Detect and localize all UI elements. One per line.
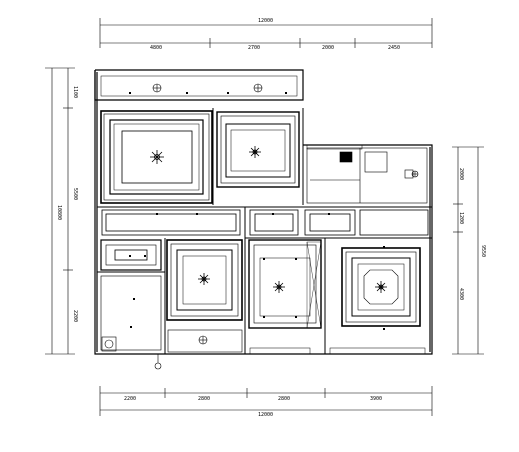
left-dimension-lines bbox=[45, 67, 75, 355]
balcony-railing bbox=[100, 75, 298, 97]
bottom-dimension-lines bbox=[99, 386, 433, 416]
top-segment-dimension-1: 4800 bbox=[150, 45, 162, 51]
left-total-dimension: 10800 bbox=[56, 205, 62, 220]
ceiling-light-icon bbox=[253, 83, 263, 93]
top-segment-dimension-4: 2450 bbox=[388, 45, 400, 51]
ceiling-tray-dining-room bbox=[216, 111, 300, 188]
left-segment-dimension-2: 5500 bbox=[72, 188, 78, 200]
downlight-marks bbox=[129, 92, 385, 330]
right-dimension-lines bbox=[452, 146, 484, 355]
right-segment-dimension-2: 1200 bbox=[458, 212, 464, 224]
bottom-segment-dimension-3: 2800 bbox=[278, 396, 290, 402]
top-segment-dimension-3: 2000 bbox=[322, 45, 334, 51]
ceiling-medallion-icon bbox=[150, 150, 164, 164]
top-dimension-lines bbox=[99, 18, 433, 48]
top-total-dimension: 12000 bbox=[258, 18, 273, 24]
ceiling-medallion-icon bbox=[198, 273, 210, 285]
bathroom-layout bbox=[100, 275, 243, 370]
top-segment-dimension-2: 2700 bbox=[248, 45, 260, 51]
ceiling-tray-master-bedroom bbox=[341, 247, 421, 327]
left-segment-dimension-1: 1100 bbox=[72, 86, 78, 98]
ceiling-tray-living-room bbox=[100, 110, 213, 204]
window-openings bbox=[249, 144, 426, 355]
bottom-segment-dimension-1: 2200 bbox=[124, 396, 136, 402]
ceiling-light-icon bbox=[152, 83, 162, 93]
ceiling-medallion-icon bbox=[375, 281, 387, 293]
wardrobe-hatching bbox=[306, 241, 322, 329]
ceiling-tray-bedroom-2 bbox=[166, 239, 243, 321]
right-segment-dimension-3: 4300 bbox=[458, 288, 464, 300]
right-segment-dimension-1: 2000 bbox=[458, 168, 464, 180]
bottom-total-dimension: 12000 bbox=[258, 412, 273, 418]
interior-walls bbox=[97, 108, 432, 354]
ceiling-light-icon bbox=[198, 335, 208, 345]
ceiling-tray-bedroom-3 bbox=[248, 239, 322, 329]
left-segment-dimension-3: 2200 bbox=[72, 310, 78, 322]
corridor-ceiling-strips bbox=[101, 209, 429, 236]
kitchen-layout bbox=[306, 147, 428, 204]
ceiling-tray-small-room bbox=[100, 239, 162, 271]
ceiling-medallion-icon bbox=[249, 146, 261, 158]
bottom-segment-dimension-2: 2800 bbox=[198, 396, 210, 402]
ceiling-light-icon bbox=[411, 170, 419, 178]
ceiling-medallion-icon bbox=[273, 281, 285, 293]
bottom-segment-dimension-4: 3900 bbox=[370, 396, 382, 402]
right-total-dimension: 9550 bbox=[480, 245, 486, 257]
